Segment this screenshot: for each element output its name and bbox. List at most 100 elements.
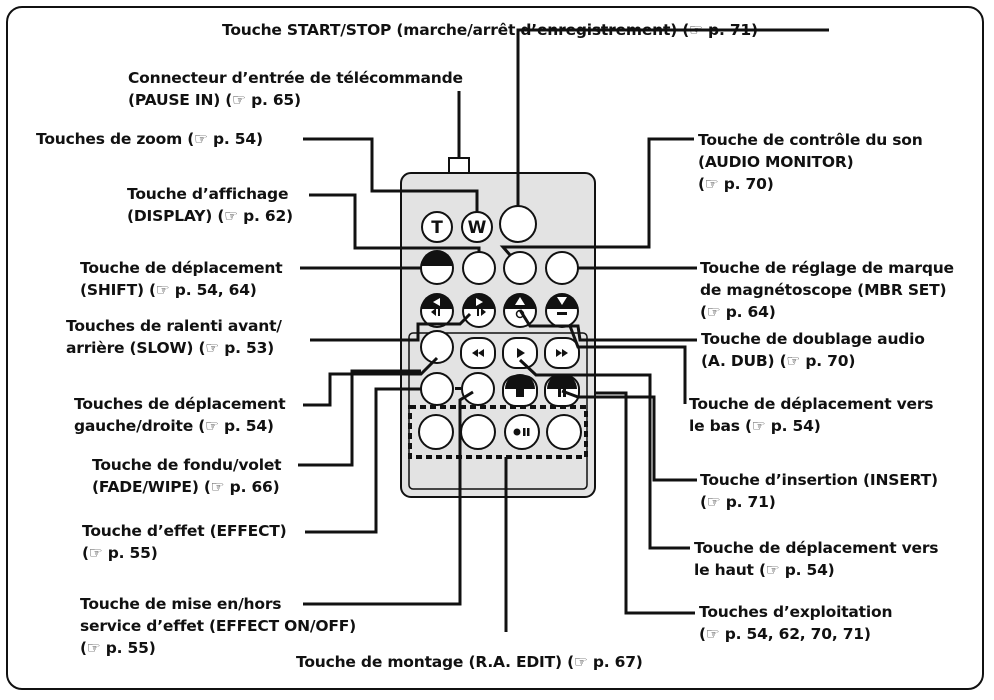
shift-button-band [421, 250, 453, 266]
label-line: Touche de montage (R.A. EDIT) (☞ p. 67) [296, 653, 643, 671]
label-line: Touches de zoom (☞ p. 54) [36, 130, 263, 148]
label-line: Touche d’effet (EFFECT) [82, 522, 287, 540]
slow-forward-bar-icon [477, 308, 479, 316]
triangle-down-icon [557, 297, 567, 305]
label-line: (☞ p. 70) [698, 175, 774, 193]
slow-leader-line [310, 312, 472, 342]
pause-button-band [547, 374, 577, 389]
label-line: (AUDIO MONITOR) [698, 153, 854, 171]
label-fade-wipe: Touche de fondu/volet (FADE/WIPE) (☞ p. 6… [92, 454, 282, 498]
label-line: Touche de réglage de marque [700, 259, 954, 277]
label-line: service d’effet (EFFECT ON/OFF) [80, 617, 357, 635]
display-button [462, 251, 496, 285]
label-line: Touche de fondu/volet [92, 456, 282, 474]
operation-leader-line [595, 391, 695, 615]
a-dub-leader-line [518, 309, 697, 342]
label-line: (DISPLAY) (☞ p. 62) [127, 207, 293, 225]
ra-edit-button-3 [504, 414, 540, 450]
insert-icon [557, 312, 567, 315]
label-line: Touches de déplacement [74, 395, 286, 413]
label-line: (☞ p. 64) [700, 303, 776, 321]
zoom-w-button-label: W [468, 218, 487, 238]
label-line: (PAUSE IN) (☞ p. 65) [128, 91, 301, 109]
label-line: (SHIFT) (☞ p. 54, 64) [80, 281, 257, 299]
label-slow: Touches de ralenti avant/arrière (SLOW) … [66, 315, 282, 359]
label-left-right: Touches de déplacement gauche/droite (☞ p… [74, 393, 286, 437]
label-line: le bas (☞ p. 54) [689, 417, 821, 435]
slow-forward-arrow-icon [476, 298, 483, 306]
effect-button [420, 372, 454, 406]
label-line: (☞ p. 54, 62, 70, 71) [699, 625, 871, 643]
display-leader-line [309, 193, 481, 252]
record-pause-bar-2 [527, 428, 530, 436]
left-right-leader-line [303, 356, 439, 407]
label-line: Touche d’affichage [127, 185, 289, 203]
label-insert: Touche d’insertion (INSERT) (☞ p. 71) [700, 469, 938, 513]
label-line: (☞ p. 55) [80, 639, 156, 657]
stop-button-band [505, 374, 535, 389]
label-line: Touche de déplacement vers [694, 539, 939, 557]
zoom-leader-line [303, 137, 479, 212]
label-line: gauche/droite (☞ p. 54) [74, 417, 274, 435]
label-line: Touche d’insertion (INSERT) [700, 471, 938, 489]
up-leader-line [518, 358, 690, 550]
rewind-icon [472, 349, 484, 357]
label-line: (☞ p. 55) [82, 544, 158, 562]
fade-wipe-leader-line [298, 369, 421, 467]
label-line: (☞ p. 71) [700, 493, 776, 511]
record-pause-bar-1 [523, 428, 526, 436]
label-ra-edit: Touche de montage (R.A. EDIT) (☞ p. 67) [296, 651, 643, 673]
label-line: de magnétoscope (MBR SET) [700, 281, 947, 299]
label-line: Touches d’exploitation [699, 603, 893, 621]
label-operation: Touches d’exploitation (☞ p. 54, 62, 70, … [699, 601, 892, 645]
label-effect: Touche d’effet (EFFECT) (☞ p. 55) [82, 520, 287, 564]
ra-edit-button-1 [418, 414, 454, 450]
label-line: Touche de doublage audio [701, 330, 925, 348]
insert-leader-line [561, 389, 697, 482]
label-shift: Touche de déplacement (SHIFT) (☞ p. 54, 6… [80, 257, 283, 301]
down-leader-line [568, 325, 687, 404]
slow-forward-icon [481, 308, 486, 316]
label-audio-monitor: Touche de contrôle du son (AUDIO MONITOR)… [698, 129, 923, 195]
label-a-dub: Touche de doublage audio (A. DUB) (☞ p. 7… [701, 328, 925, 372]
zoom-t-button-label: T [431, 218, 443, 238]
label-line: Touche de mise en/hors [80, 595, 282, 613]
mbr-set-button [545, 251, 579, 285]
remote-body [400, 172, 596, 498]
label-line: Connecteur d’entrée de télécommande [128, 69, 463, 87]
label-pause-in: Connecteur d’entrée de télécommande (PAUS… [128, 67, 463, 111]
label-line: Touche de déplacement [80, 259, 283, 277]
pause-icon-left [558, 389, 561, 397]
label-line: Touche de déplacement vers [689, 395, 934, 413]
ra-edit-button-4 [546, 414, 582, 450]
effect-on-off-button [461, 372, 495, 406]
label-zoom: Touches de zoom (☞ p. 54) [36, 128, 263, 150]
label-effect-onoff: Touche de mise en/hors service d’effet (E… [80, 593, 356, 659]
start-stop-leader-line [516, 28, 829, 206]
label-up: Touche de déplacement vers le haut (☞ p. … [694, 537, 939, 581]
pause-in-jack [448, 157, 470, 175]
label-display: Touche d’affichage (DISPLAY) (☞ p. 62) [127, 183, 293, 227]
stop-icon [516, 389, 524, 397]
label-line: (A. DUB) (☞ p. 70) [701, 352, 856, 370]
ra-edit-button-2 [460, 414, 496, 450]
slow-reverse-arrow-icon [433, 298, 440, 306]
effect-leader-line [305, 387, 421, 534]
audio-monitor-leader-line [499, 137, 694, 256]
separator-dash [455, 387, 461, 390]
operation-keys-dotted-frame [408, 405, 588, 459]
label-line: le haut (☞ p. 54) [694, 561, 835, 579]
label-line: Touche de contrôle du son [698, 131, 923, 149]
effect-onoff-leader-line [303, 390, 474, 606]
fade-wipe-button [420, 330, 454, 364]
record-pause-icon [513, 428, 521, 436]
diagram-frame [6, 6, 984, 690]
label-line: (FADE/WIPE) (☞ p. 66) [92, 478, 280, 496]
slow-reverse-icon [431, 308, 436, 316]
audio-monitor-button [503, 251, 537, 285]
leader-lines [298, 28, 829, 632]
label-down: Touche de déplacement vers le bas (☞ p. 5… [689, 393, 934, 437]
start-stop-button [499, 205, 537, 243]
